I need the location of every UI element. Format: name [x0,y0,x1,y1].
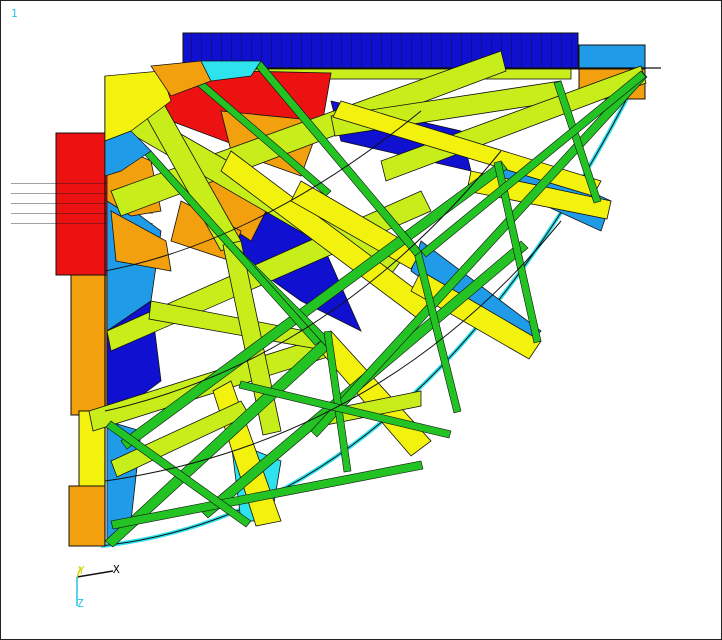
truss-members-thin [104,60,648,548]
axis-y-label: Y [78,564,85,577]
arc-lines [104,110,562,482]
corner-fan [104,60,262,177]
axis-triad [76,566,114,606]
window-number-label: 1 [11,7,18,20]
truss-members-wide [88,50,647,527]
axis-x-label: X [113,563,120,576]
axis-z-label: Z [77,597,84,610]
